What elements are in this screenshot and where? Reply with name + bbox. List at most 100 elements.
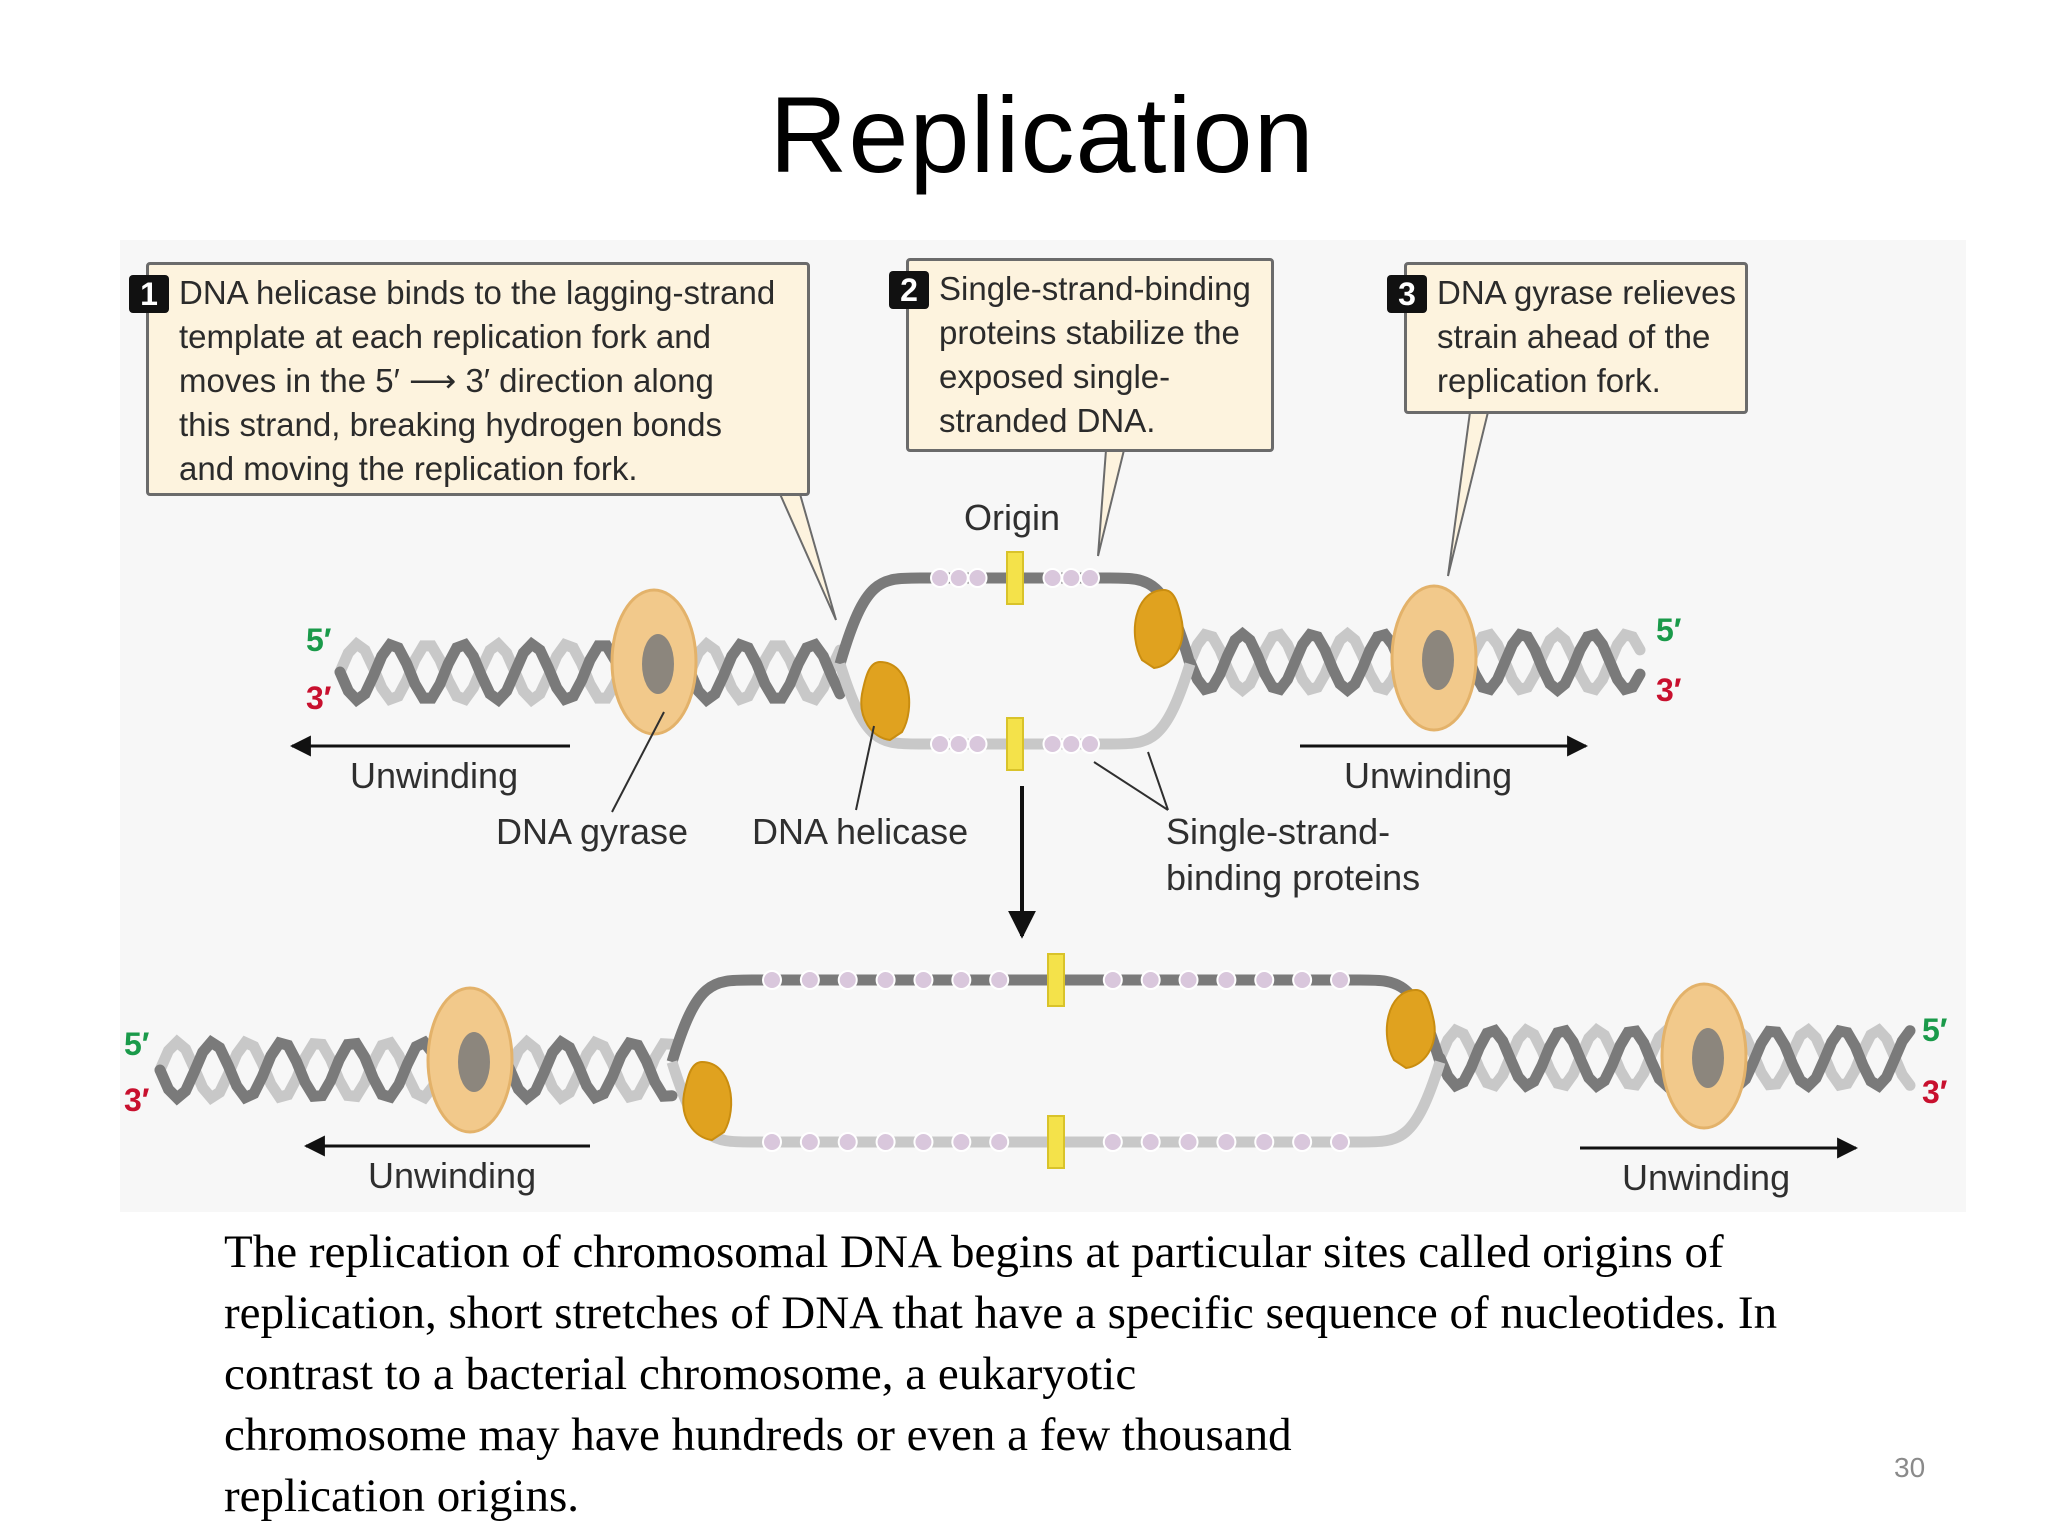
unwinding-arrows bbox=[289, 735, 1859, 1159]
callout-pointer-1 bbox=[779, 493, 837, 621]
gyrase-core bbox=[1422, 630, 1454, 690]
dna-strand bbox=[154, 1034, 678, 1106]
callout-line: moves in the 5′ ⟶ 3′ direction along bbox=[179, 362, 714, 399]
ssb-protein bbox=[948, 568, 969, 588]
callout-line: DNA gyrase relieves bbox=[1437, 274, 1736, 311]
caption-line: chromosome may have hundreds or even a f… bbox=[224, 1409, 1292, 1461]
callout-line: this strand, breaking hydrogen bonds bbox=[179, 406, 723, 443]
ssb-protein bbox=[875, 1132, 896, 1152]
callout-line: Single-strand-binding bbox=[939, 270, 1251, 307]
ssb-protein bbox=[1292, 1132, 1313, 1152]
replication-bubble bbox=[666, 953, 1446, 1169]
callout-line: and moving the replication fork. bbox=[179, 450, 638, 487]
ssb-protein bbox=[1080, 568, 1100, 588]
origin-marker bbox=[1047, 1115, 1065, 1169]
ssb-protein bbox=[837, 970, 858, 990]
gyrase-core bbox=[642, 634, 674, 694]
unwinding-label: Unwinding bbox=[1344, 755, 1513, 796]
callout-line: replication fork. bbox=[1437, 362, 1661, 399]
unwinding-label: Unwinding bbox=[368, 1155, 537, 1196]
ssb-protein bbox=[967, 568, 988, 588]
three-prime-label: 3′ bbox=[1922, 1074, 1948, 1110]
dna-gyrase-enzyme bbox=[426, 986, 514, 1134]
ssb-protein bbox=[1061, 568, 1082, 588]
gyrase-core bbox=[458, 1032, 490, 1092]
gyrase-core bbox=[1692, 1028, 1724, 1088]
ssb-protein bbox=[799, 1132, 820, 1152]
dna-helicase-label: DNA helicase bbox=[752, 811, 969, 852]
dna-strand bbox=[154, 1034, 678, 1106]
three-prime-label: 3′ bbox=[1656, 672, 1682, 708]
ssb-protein bbox=[913, 1132, 934, 1152]
callout-line: exposed single- bbox=[939, 358, 1171, 395]
caption-line: replication origins. bbox=[224, 1470, 580, 1522]
three-prime-label: 3′ bbox=[124, 1082, 150, 1118]
ssb-label-line-2: binding proteins bbox=[1166, 857, 1421, 898]
ssb-protein bbox=[799, 970, 820, 990]
ssb-protein bbox=[875, 970, 896, 990]
five-prime-label: 5′ bbox=[124, 1026, 150, 1062]
ssb-protein bbox=[1140, 1132, 1161, 1152]
ssb-protein bbox=[930, 734, 950, 754]
page-number: 30 bbox=[1894, 1452, 1926, 1483]
dna-double-helix bbox=[154, 1034, 678, 1106]
dna-strand bbox=[334, 636, 846, 708]
caption-line: contrast to a bacterial chromosome, a eu… bbox=[224, 1348, 1137, 1400]
callout-pointers bbox=[611, 411, 1489, 813]
enzymes bbox=[426, 584, 1748, 1142]
ssb-protein bbox=[951, 1132, 972, 1152]
ssb-protein bbox=[989, 1132, 1010, 1152]
callout-line: template at each replication fork and bbox=[179, 318, 711, 355]
ssb-protein bbox=[1080, 734, 1100, 754]
origin-label: Origin bbox=[964, 497, 1061, 538]
caption-text: The replication of chromosomal DNA begin… bbox=[224, 1222, 1944, 1527]
ssb-protein bbox=[1102, 1132, 1123, 1152]
dna-gyrase-enzyme bbox=[1390, 584, 1478, 732]
three-prime-label: 3′ bbox=[306, 680, 332, 716]
callout-line: strain ahead of the bbox=[1437, 318, 1711, 355]
callout-step-1: 1 DNA helicase binds to the lagging-stra… bbox=[129, 262, 810, 496]
dna-gyrase-label: DNA gyrase bbox=[496, 811, 689, 852]
ssb-label-line-1: Single-strand- bbox=[1166, 811, 1391, 852]
ssb-protein bbox=[1178, 970, 1199, 990]
dna-gyrase-enzyme bbox=[610, 588, 698, 736]
caption-line: replication, short stretches of DNA that… bbox=[224, 1287, 1778, 1339]
ssb-protein bbox=[1216, 1132, 1237, 1152]
callout-pointer-2 bbox=[1097, 449, 1125, 557]
callout-line: proteins stabilize the bbox=[939, 314, 1240, 351]
caption-line: The replication of chromosomal DNA begin… bbox=[224, 1226, 1724, 1278]
unwinding-label: Unwinding bbox=[1622, 1157, 1791, 1198]
dna-double-helix bbox=[334, 636, 846, 708]
ssb-protein bbox=[913, 970, 934, 990]
callout-step-3: 3 DNA gyrase relieves strain ahead of th… bbox=[1387, 262, 1748, 414]
ssb-protein bbox=[951, 970, 972, 990]
dna-helicase-enzyme bbox=[1133, 588, 1184, 670]
dna-helicase-enzyme bbox=[860, 660, 911, 742]
ssb-protein bbox=[762, 1132, 782, 1152]
ssb-leader-line bbox=[1093, 761, 1169, 811]
ssb-protein bbox=[837, 1132, 858, 1152]
dna-helicase-enzyme bbox=[1385, 988, 1436, 1070]
callout-pointer-3 bbox=[1447, 411, 1489, 577]
step-number-badge: 3 bbox=[1387, 275, 1427, 313]
slide-title: Replication bbox=[769, 74, 1315, 195]
ssb-protein bbox=[1216, 970, 1237, 990]
ssb-protein bbox=[1042, 568, 1063, 588]
ssb-protein bbox=[989, 970, 1010, 990]
ssb-protein bbox=[762, 970, 782, 990]
ssb-protein bbox=[948, 734, 969, 754]
dna-helicase-enzyme bbox=[682, 1060, 733, 1142]
ssb-protein bbox=[1330, 1132, 1350, 1152]
five-prime-label: 5′ bbox=[1922, 1012, 1948, 1048]
ssb-protein bbox=[1042, 734, 1063, 754]
ssb-protein bbox=[967, 734, 988, 754]
dna-helices bbox=[154, 626, 1916, 1106]
callout-step-2: 2 Single-strand-binding proteins stabili… bbox=[889, 258, 1274, 452]
step-number-badge: 2 bbox=[889, 271, 929, 309]
ssb-protein bbox=[930, 568, 950, 588]
dna-gyrase-enzyme bbox=[1660, 982, 1748, 1130]
ssb-protein bbox=[1061, 734, 1082, 754]
origin-marker bbox=[1047, 953, 1065, 1007]
ssb-protein bbox=[1292, 970, 1313, 990]
